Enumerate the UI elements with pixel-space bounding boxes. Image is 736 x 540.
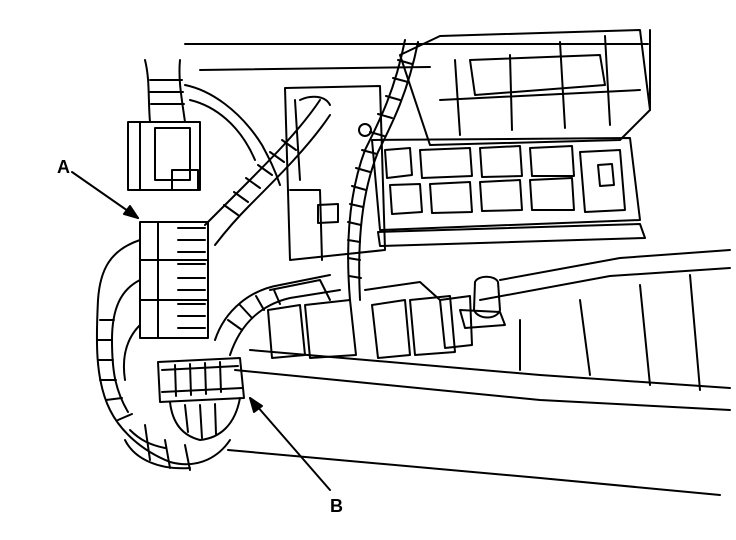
leader-arrow-a xyxy=(71,171,139,219)
relays xyxy=(267,279,473,359)
dash-edge-lines xyxy=(184,29,651,111)
lower-housing xyxy=(227,249,731,496)
relay-block xyxy=(371,137,646,247)
harness-a-bundle xyxy=(95,239,231,471)
connector-a xyxy=(139,221,209,339)
harness-b-upper xyxy=(214,274,341,356)
mounting-bracket xyxy=(284,85,386,261)
upper-harness xyxy=(204,95,331,246)
center-harness xyxy=(347,39,419,301)
leader-arrow-b xyxy=(249,397,331,491)
top-connector xyxy=(127,59,281,191)
grommet xyxy=(459,275,506,329)
callout-label-b: B xyxy=(330,496,343,516)
connector-b xyxy=(157,357,245,441)
fuse-box-panel xyxy=(399,29,651,146)
callout-label-a: A xyxy=(57,157,70,177)
